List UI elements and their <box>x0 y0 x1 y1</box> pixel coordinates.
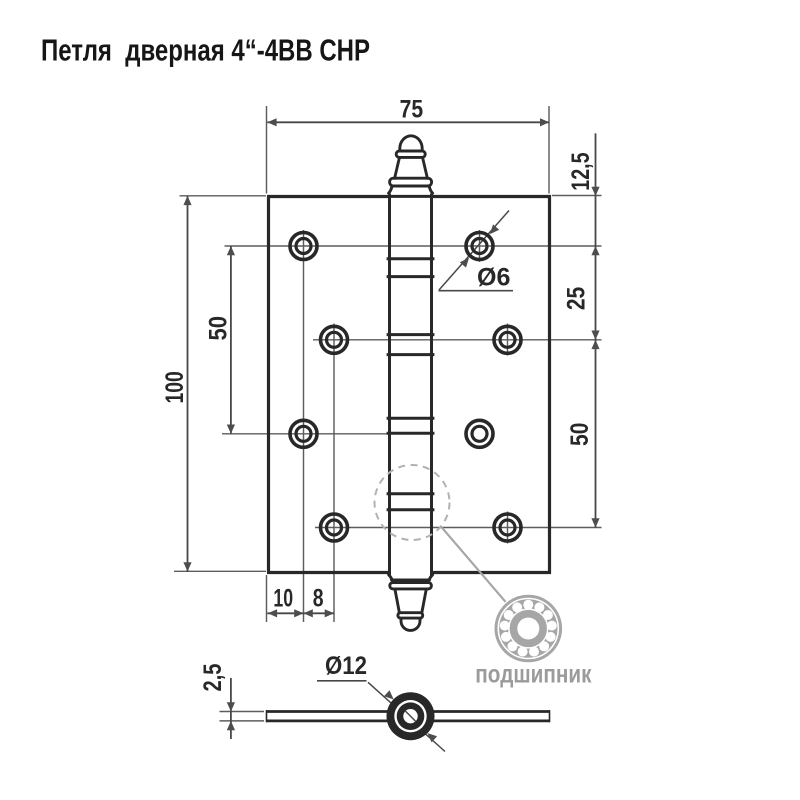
svg-text:75: 75 <box>400 96 424 124</box>
svg-text:25: 25 <box>563 287 591 310</box>
svg-text:100: 100 <box>161 371 189 403</box>
svg-text:2,5: 2,5 <box>199 663 227 691</box>
svg-text:подшипник: подшипник <box>475 661 592 689</box>
svg-text:12,5: 12,5 <box>567 152 595 190</box>
svg-text:50: 50 <box>566 423 594 446</box>
svg-text:Петля дверная 4“-4ВВ СНР: Петля дверная 4“-4ВВ СНР <box>41 33 370 68</box>
svg-text:Ø12: Ø12 <box>325 652 367 680</box>
svg-text:50: 50 <box>205 316 233 341</box>
svg-text:10: 10 <box>273 585 293 613</box>
svg-text:8: 8 <box>313 585 324 613</box>
svg-text:Ø6: Ø6 <box>477 264 510 292</box>
